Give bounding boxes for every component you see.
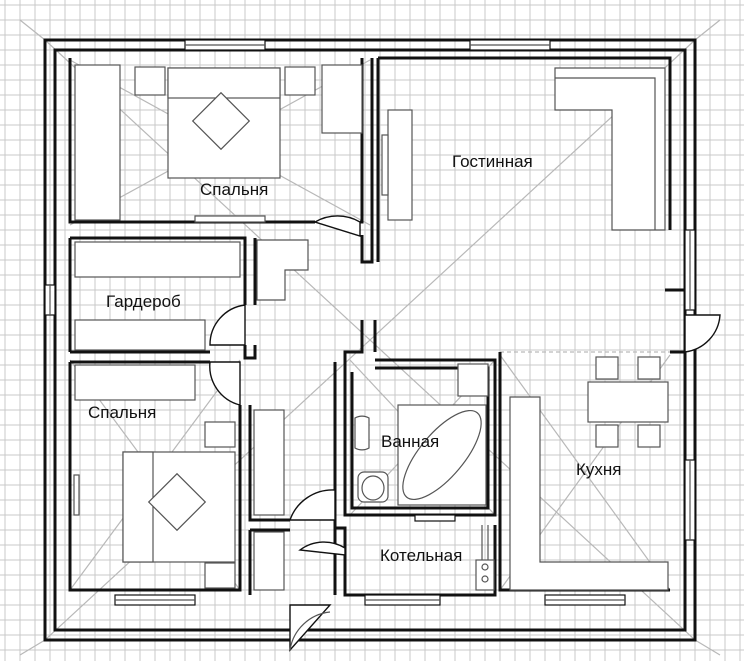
room-label-kitchen: Кухня [576, 460, 622, 479]
room-label-bathroom: Ванная [381, 432, 439, 451]
room-label-boiler: Котельная [380, 546, 462, 565]
room-label-wardrobe: Гардероб [106, 292, 181, 311]
wardrobe-furniture [74, 239, 309, 351]
windows [44, 39, 696, 606]
room-label-living: Гостинная [452, 152, 533, 171]
boiler-fixtures [475, 525, 495, 591]
doors [209, 215, 721, 652]
top-bedroom-furniture [74, 64, 363, 223]
bathroom-fixtures [354, 363, 489, 506]
kitchen-furniture [509, 356, 669, 591]
room-label-bedroom-bottom: Спальня [88, 403, 156, 422]
living-furniture [381, 67, 666, 231]
room-label-bedroom-top: Спальня [200, 180, 268, 199]
corridor-furniture [253, 409, 285, 591]
bottom-bedroom-furniture [73, 364, 236, 589]
